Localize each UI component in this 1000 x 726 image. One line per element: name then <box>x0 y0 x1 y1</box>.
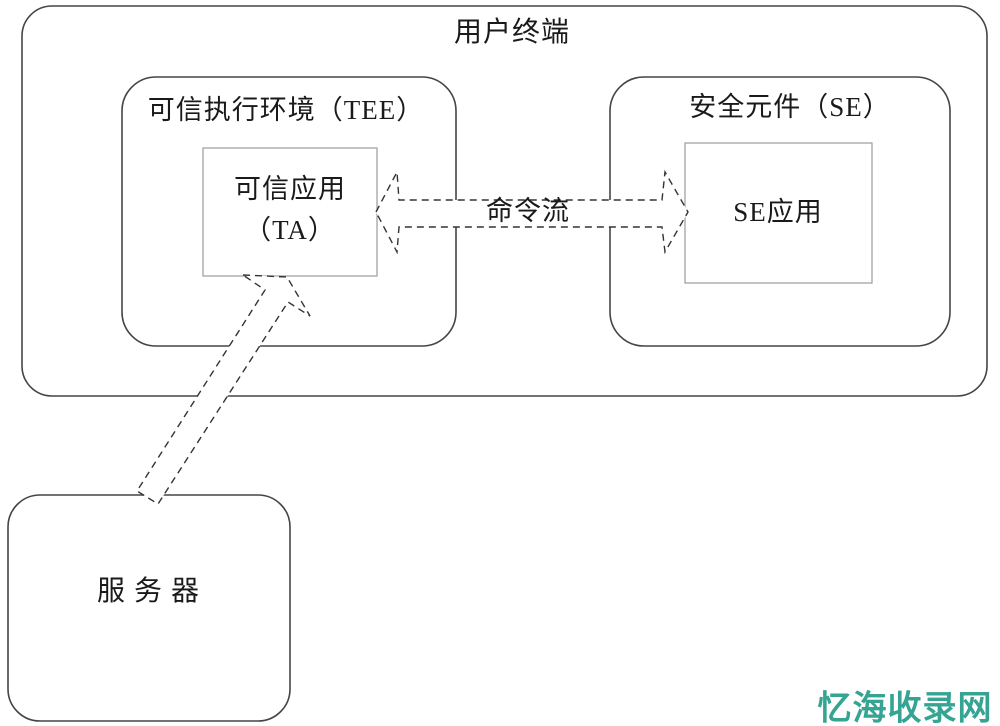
tee-label: 可信执行环境（TEE） <box>147 94 425 125</box>
se-app-label: SE应用 <box>733 196 823 227</box>
command-flow-double-arrow <box>375 169 689 255</box>
ta-label-line1: 可信应用 <box>234 174 346 204</box>
site-watermark: 忆海收录网 <box>817 689 993 726</box>
ta-box <box>202 147 378 277</box>
ta-label: 可信应用 （TA） <box>234 169 346 251</box>
server-to-ta-arrow <box>136 274 311 505</box>
user-terminal-label: 用户终端 <box>453 17 571 49</box>
command-flow-label: 命令流 <box>486 195 570 226</box>
ta-label-line2: （TA） <box>244 215 336 245</box>
se-label: 安全元件（SE） <box>689 91 891 122</box>
server-label: 服务器 <box>96 576 209 608</box>
se-app-box <box>684 142 873 284</box>
